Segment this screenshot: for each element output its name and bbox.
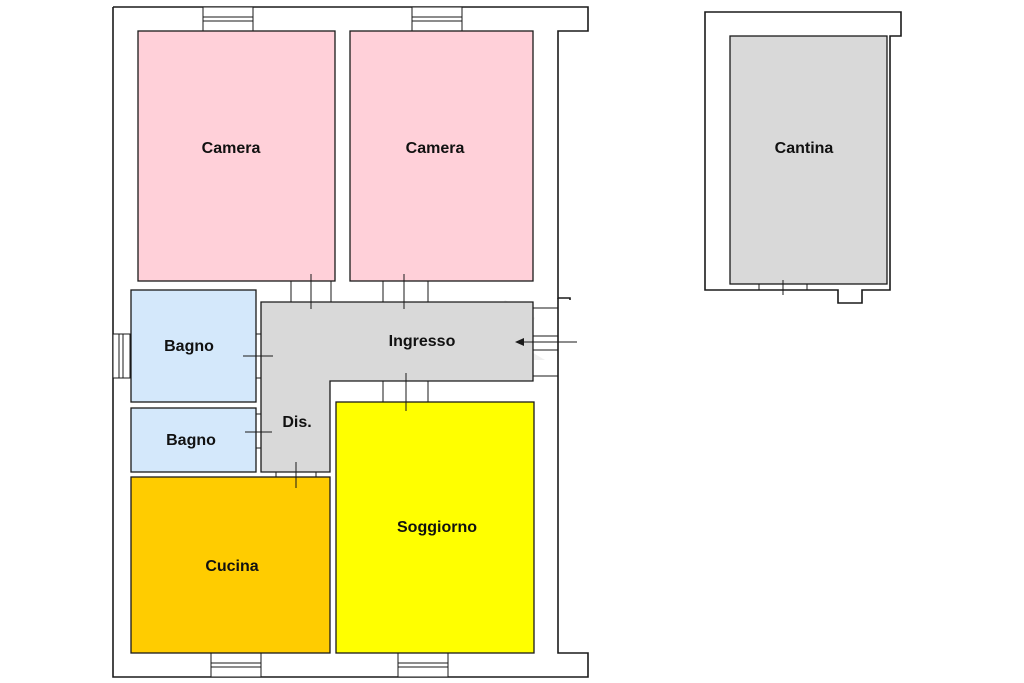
label-cantina: Cantina [775, 140, 834, 157]
window-left-bagno [112, 333, 131, 379]
label-dis: Dis. [282, 414, 311, 431]
label-bagno-2: Bagno [166, 432, 216, 449]
room-bagno-1 [130, 289, 257, 403]
label-camera-2: Camera [406, 140, 465, 157]
room-cantina [729, 35, 888, 285]
label-cucina: Cucina [205, 558, 258, 575]
room-soggiorno [335, 401, 535, 654]
label-ingresso: Ingresso [389, 333, 456, 350]
room-bagno-2 [130, 407, 257, 473]
window-bottom-left [210, 652, 262, 678]
window-top-right [411, 6, 463, 32]
room-camera-2 [349, 30, 534, 282]
label-soggiorno: Soggiorno [397, 519, 477, 536]
entrance-arrow-icon [515, 338, 577, 346]
room-cucina [130, 476, 331, 654]
window-top-left [202, 6, 254, 32]
windows [112, 6, 463, 678]
room-labels: Camera Camera Bagno Bagno Ingresso Dis. … [164, 140, 833, 575]
rooms [130, 30, 535, 654]
room-ingresso-dis [260, 301, 534, 473]
cantina-walls [704, 11, 902, 304]
label-bagno-1: Bagno [164, 338, 214, 355]
room-camera-1 [137, 30, 336, 282]
window-bottom-right [397, 652, 449, 678]
label-camera-1: Camera [202, 140, 261, 157]
